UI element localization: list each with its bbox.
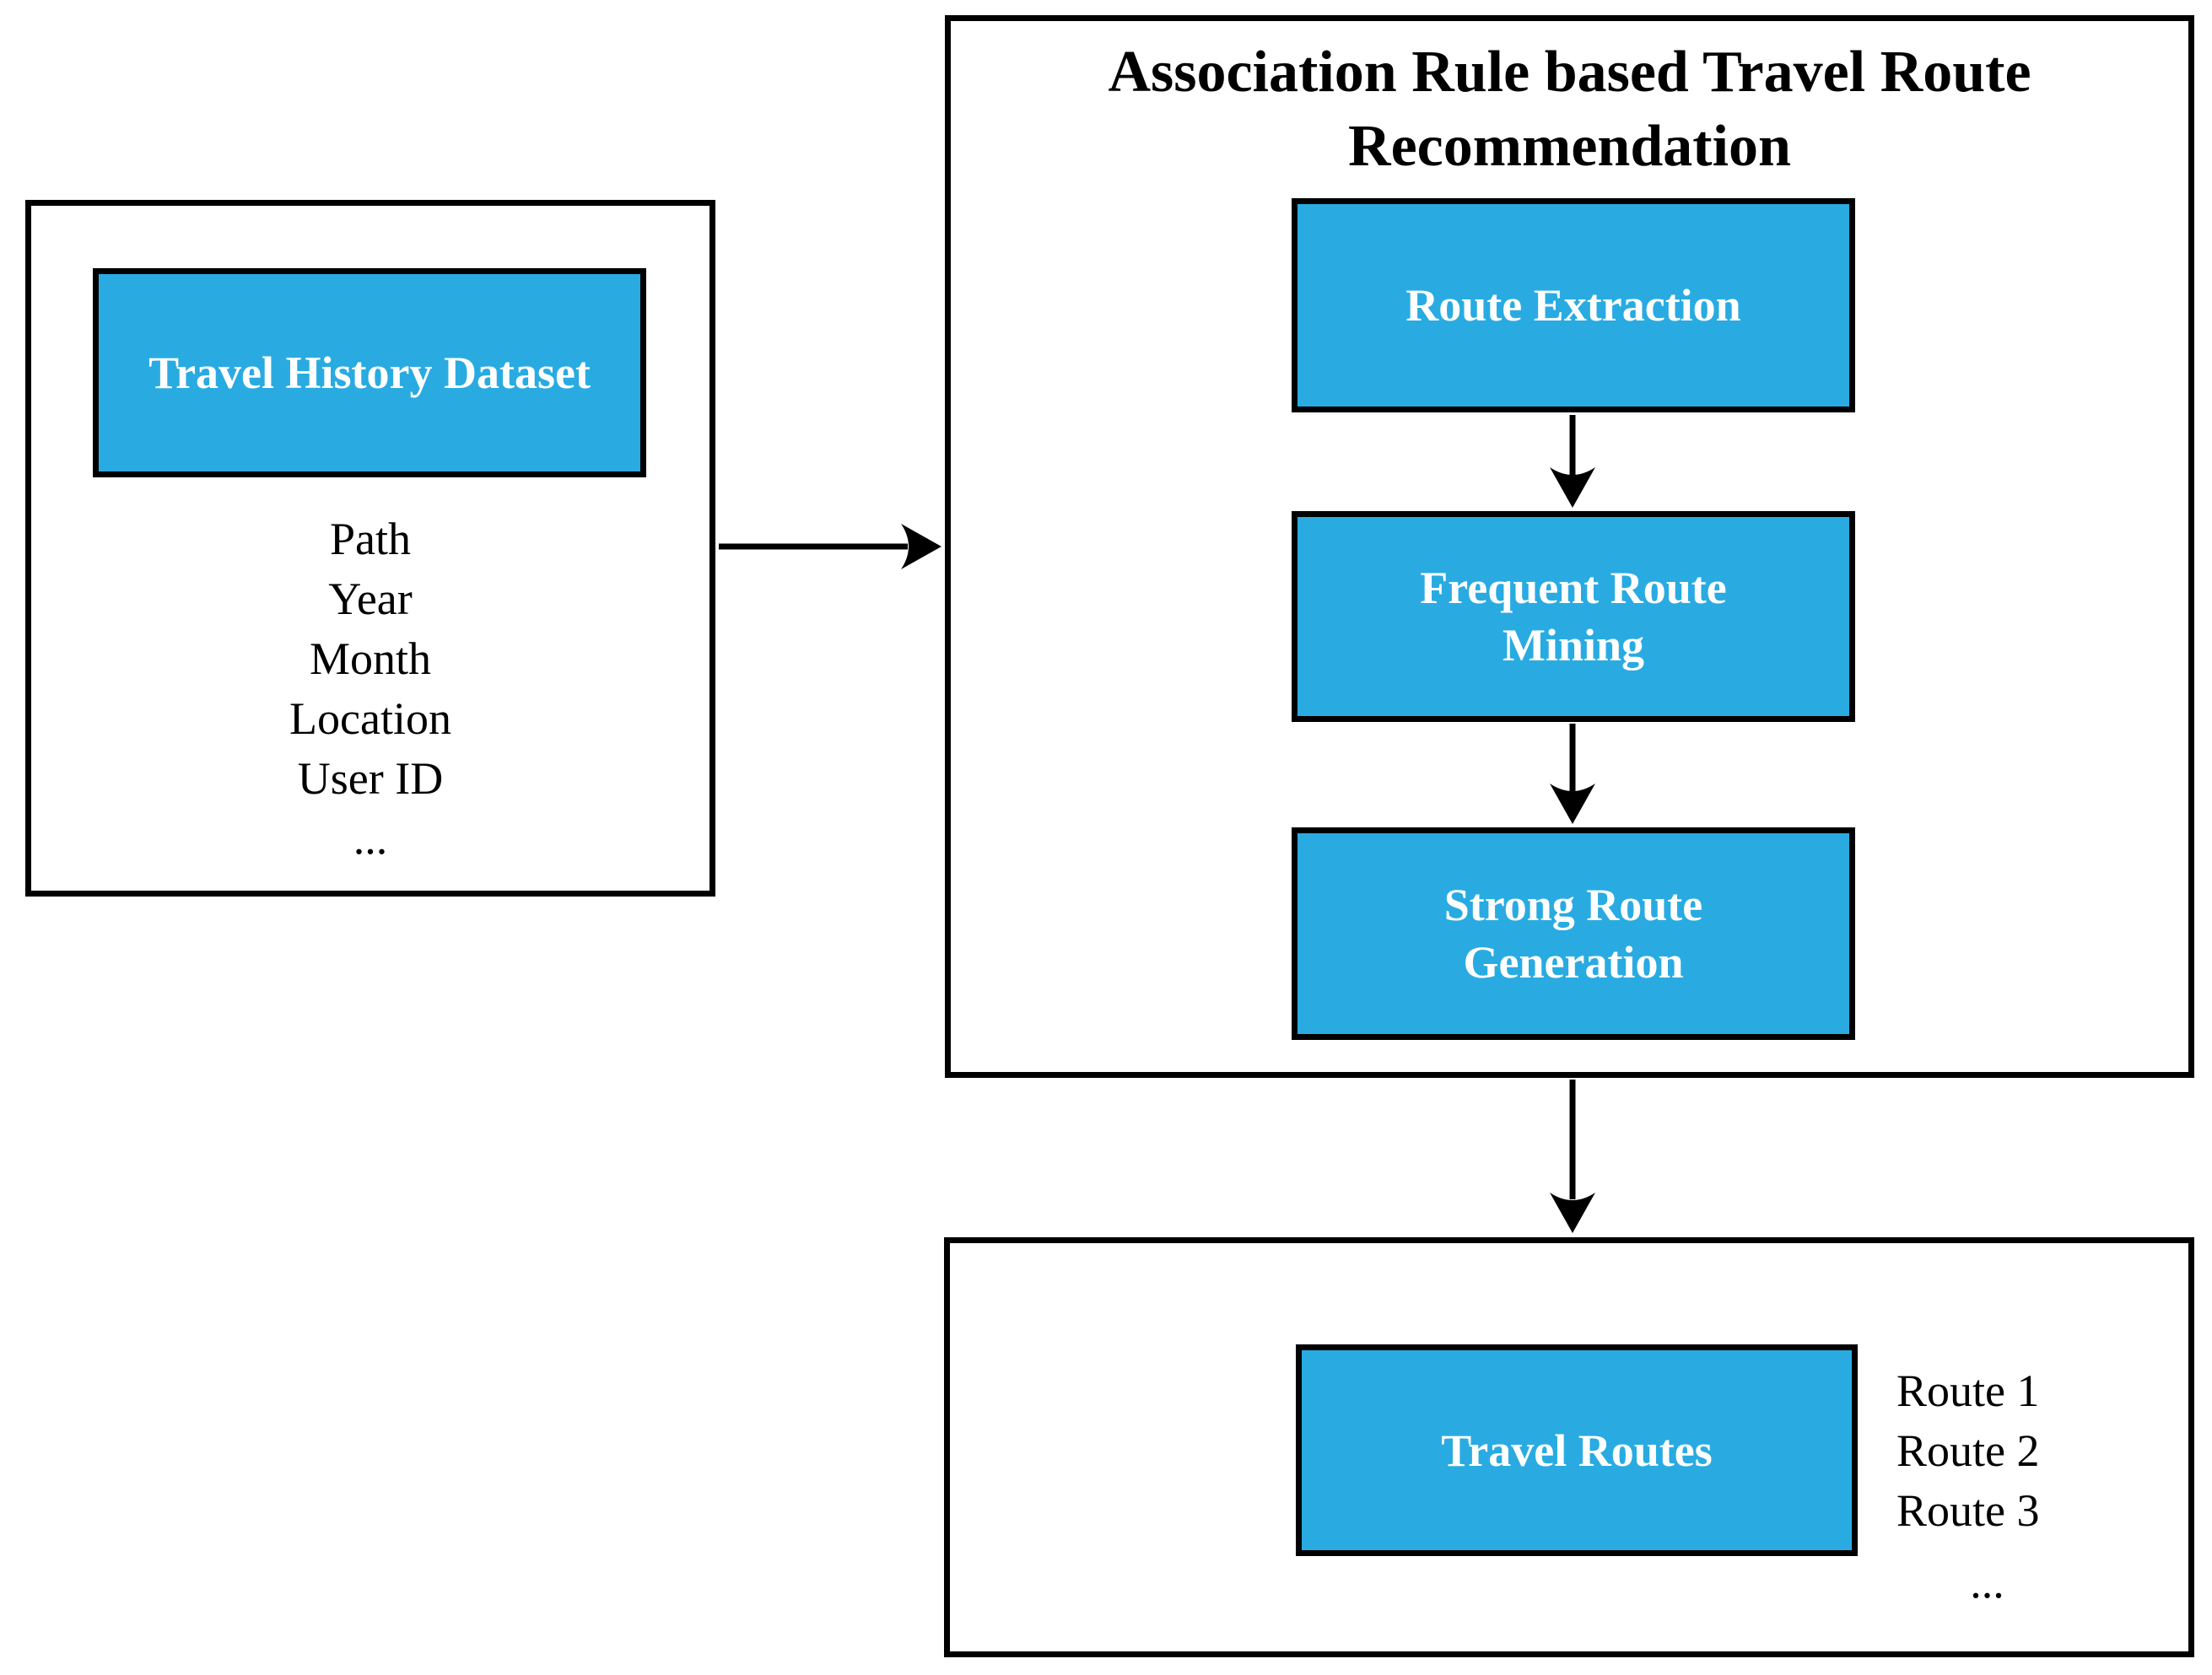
process-panel-title: Association Rule based Travel Route Reco… (945, 35, 2194, 184)
process-panel-title-text: Association Rule based Travel Route Reco… (1108, 40, 2031, 179)
travel-routes-box: Travel Routes (1296, 1344, 1858, 1556)
strong-route-generation-box: Strong Route Generation (1292, 827, 1855, 1040)
dataset-field-month: Month (309, 633, 432, 684)
strong-route-generation-label: Strong Route Generation (1443, 880, 1703, 988)
arrow-dataset-to-process (719, 524, 941, 569)
route-item-2: Route 2 (1896, 1425, 2040, 1476)
dataset-field-list: Path Year Month Location User ID ... (25, 509, 715, 869)
dataset-field-userid: User ID (297, 753, 444, 804)
frequent-route-mining-label: Frequent Route Mining (1420, 563, 1727, 671)
travel-routes-label: Travel Routes (1441, 1425, 1713, 1476)
route-list: Route 1 Route 2 Route 3 ... (1896, 1361, 2078, 1613)
dataset-field-path: Path (329, 514, 411, 564)
route-item-3: Route 3 (1896, 1485, 2040, 1536)
travel-history-dataset-label: Travel History Dataset (148, 347, 591, 398)
route-item-1: Route 1 (1896, 1365, 2040, 1416)
dataset-field-ellipsis: ... (353, 813, 388, 864)
frequent-route-mining-box: Frequent Route Mining (1292, 511, 1855, 722)
travel-history-dataset-box: Travel History Dataset (93, 268, 646, 477)
dataset-field-location: Location (289, 693, 451, 744)
dataset-field-year: Year (328, 574, 413, 624)
route-extraction-box: Route Extraction (1292, 198, 1855, 412)
route-extraction-label: Route Extraction (1405, 280, 1741, 331)
route-item-ellipsis: ... (1970, 1557, 2004, 1608)
arrow-process-to-output (1550, 1080, 1595, 1233)
